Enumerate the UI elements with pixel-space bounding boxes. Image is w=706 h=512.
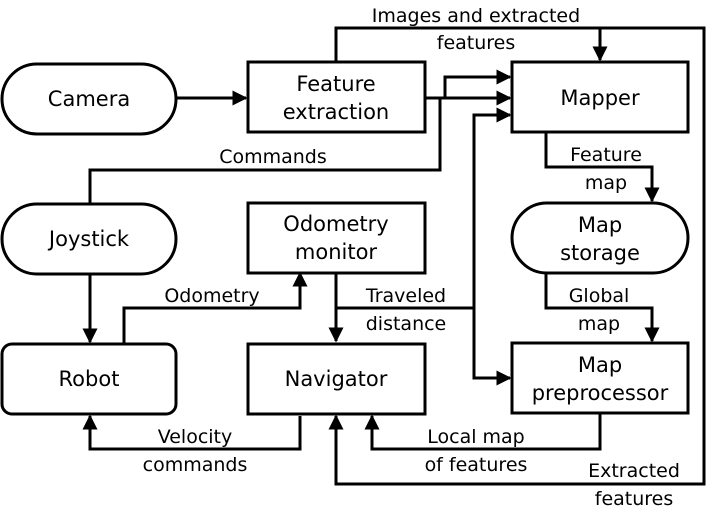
label-images-and-extracted: Images and extracted: [372, 5, 580, 27]
node-feature-extraction-label: Feature: [296, 72, 375, 96]
node-mapper-label: Mapper: [560, 86, 640, 110]
connections: [82, 26, 706, 486]
node-map-storage-label-2: storage: [560, 241, 640, 265]
edge-preprocessor-to-navigator: [364, 413, 602, 451]
node-feature-extraction: Feature extraction: [246, 60, 427, 134]
node-odometry-monitor-label-2: monitor: [295, 240, 378, 264]
edge-mapper-to-map-storage: [544, 133, 660, 203]
edge-robot-to-odometry-monitor: [122, 271, 308, 344]
edge-traveled-distance-to-preprocessor: [472, 308, 512, 386]
label-global-map-1: Global: [569, 285, 630, 307]
label-traveled: Traveled: [365, 285, 446, 307]
node-navigator-label: Navigator: [285, 367, 388, 391]
label-velocity: Velocity: [158, 426, 233, 448]
label-images-features: features: [437, 32, 516, 54]
node-map-preprocessor-label-2: preprocessor: [532, 381, 669, 405]
node-robot-label: Robot: [59, 367, 120, 391]
label-local-map: Local map: [427, 426, 525, 448]
node-map-preprocessor: Map preprocessor: [510, 341, 690, 415]
node-robot: Robot: [0, 342, 178, 416]
node-camera-label: Camera: [48, 87, 130, 111]
edge-traveled-distance-to-mapper: [472, 107, 512, 308]
node-navigator: Navigator: [246, 342, 427, 416]
label-of-features: of features: [425, 454, 528, 476]
edge-images-features-to-mapper: [334, 26, 608, 62]
label-distance: distance: [366, 313, 447, 335]
edge-navigator-to-robot: [82, 414, 302, 451]
node-map-storage: Map storage: [510, 201, 690, 275]
node-odometry-monitor-label: Odometry: [283, 212, 388, 236]
node-joystick: Joystick: [0, 202, 178, 276]
node-mapper: Mapper: [510, 60, 690, 134]
label-extracted: Extracted: [588, 460, 680, 482]
node-odometry-monitor: Odometry monitor: [246, 201, 427, 275]
node-joystick-label: Joystick: [47, 227, 130, 251]
label-odometry: Odometry: [164, 285, 259, 307]
label-global-map-2: map: [578, 313, 620, 335]
label-commands: Commands: [219, 146, 327, 168]
label-feature-map-1: Feature: [570, 144, 642, 166]
node-map-storage-label: Map: [578, 213, 622, 237]
edge-feature-extraction-to-mapper: [425, 69, 512, 100]
edge-map-storage-to-preprocessor: [544, 274, 660, 343]
node-map-preprocessor-label: Map: [578, 353, 622, 377]
label-feature-map-2: map: [585, 172, 627, 194]
node-feature-extraction-label-2: extraction: [283, 100, 390, 124]
edge-labels: Images and extracted features Commands F…: [143, 5, 680, 510]
edge-extracted-features-to-navigator: [328, 26, 706, 486]
edge-commands-to-mapper: [88, 90, 512, 204]
node-camera: Camera: [0, 62, 178, 136]
label-commands-2: commands: [143, 454, 248, 476]
label-extracted-features: features: [595, 488, 674, 510]
